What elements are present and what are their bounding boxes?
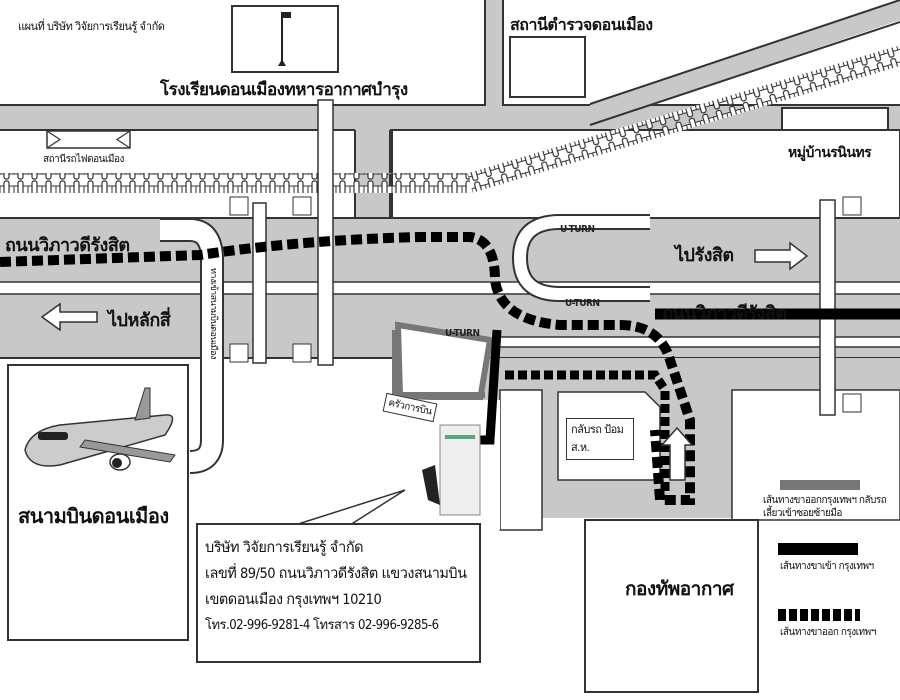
map-title: แผนที่ บริษัท วิจัยการเรียนรู้ จำกัด [18,20,165,33]
address-block: บริษัท วิจัยการเรียนรู้ จำกัด เลขที่ 89/… [205,535,467,639]
train-station-label: สถานีรถไฟดอนเมือง [43,154,124,165]
airport-entrance-road [160,218,224,474]
uturn-label-2: U-TURN [565,298,600,309]
school-label: โรงเรียนดอนเมืองทหารอากาศบำรุง [160,80,408,100]
legend-label-gray: เส้นทางขาออกกรุงเทพฯ กลับรถเลี้ยวเข้าซอย… [763,495,887,519]
direction-laksi-label: ไปหลักสี่ [108,310,171,331]
road-label-vibhavadi-lower: ถนนวิภาวดีรังสิต [662,303,787,324]
company-building-icon [422,424,481,516]
route-outbound-dashed [0,232,695,505]
bus-stop-icons [229,196,862,413]
company-phone: โทร.02-996-9281-4 โทรสาร 02-996-9285-6 [205,618,439,633]
arrow-left-icon [40,302,98,332]
u-turn-upper [511,214,650,302]
uturn-arrow-icon [660,426,694,481]
airport-box [7,364,189,641]
air-force-box [584,519,759,693]
uturn-point-label: กลับรถ ป้อม ส.ห. [566,418,634,460]
airplane-icon [24,387,176,471]
police-building [509,36,586,98]
address-callout [294,489,406,526]
police-station-label: สถานีตำรวจดอนเมือง [510,15,653,34]
legend-swatch-black [778,543,858,555]
train-station-icon [46,130,131,149]
direction-rangsit-label: ไปรังสิต [675,245,734,266]
legend-swatch-gray [780,480,860,490]
village-label: หมู่บ้านรนินทร [788,145,872,161]
route-inbound-solid-2 [478,329,502,445]
flag-icon [278,12,291,66]
address-box [196,523,481,663]
airport-entrance-label: ทางเข้าสนามบินดอนเมือง [208,268,218,359]
air-force-label: กองทัพอากาศ [625,578,734,600]
airport-label: สนามบินดอนเมือง [18,504,169,528]
uturn-label-3: U-TURN [445,328,480,339]
legend-label-black: เส้นทางขาเข้า กรุงเทพฯ [780,561,874,572]
company-address-2: เขตดอนเมือง กรุงเทพฯ 10210 [205,592,382,608]
uturn-label-1: U-TURN [560,224,595,235]
company-name: บริษัท วิจัยการเรียนรู้ จำกัด [205,540,364,556]
legend-label-dashed: เส้นทางขาออก กรุงเทพฯ [780,627,876,638]
footbridges [252,99,836,416]
company-address-1: เลขที่ 89/50 ถนนวิภาวดีรังสิต แขวงสนามบิ… [205,566,467,582]
arrow-right-icon [754,241,809,271]
road-label-vibhavadi-upper: ถนนวิภาวดีรังสิต [5,235,130,256]
railway [0,42,900,193]
